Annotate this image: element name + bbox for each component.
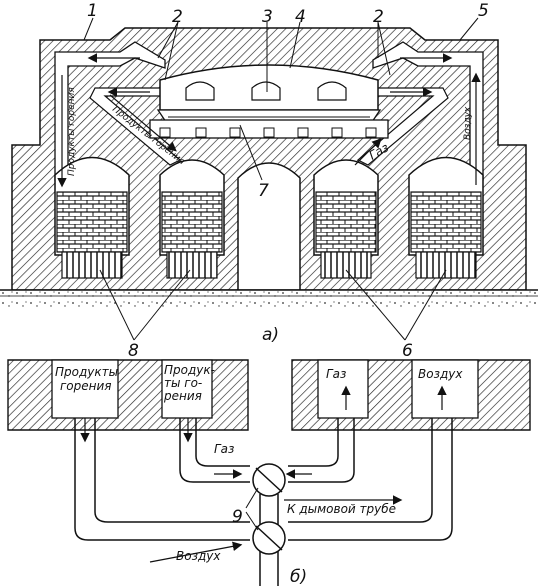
channel-products-2 — [161, 359, 213, 419]
flow-arrows-a — [57, 53, 481, 188]
central-arch — [237, 162, 301, 291]
b-label-products-1a: Продукты — [55, 365, 118, 379]
channel-products-1 — [51, 359, 119, 419]
callout-6: 6 — [402, 341, 413, 361]
scheme-b: Продукты горения Продук- ты го- рения Га… — [7, 359, 531, 586]
callout-9: 9 — [232, 507, 243, 527]
valves — [252, 463, 286, 555]
callout-leaders-a — [83, 17, 479, 341]
port-middle — [251, 81, 281, 101]
callout-8: 8 — [128, 341, 139, 361]
regenerator-chambers — [54, 156, 484, 279]
pipes — [74, 418, 453, 586]
label-air-top: Воздух — [463, 106, 473, 140]
support-blocks — [159, 127, 377, 138]
b-label-products-2b: ты го- — [164, 376, 202, 390]
b-label-products-2a: Продук- — [164, 363, 215, 377]
b-label-air-pipe: Воздух — [176, 549, 221, 563]
callout-4: 4 — [295, 7, 306, 27]
callout-3: 3 — [262, 7, 273, 27]
callout-2-left: 2 — [172, 7, 183, 27]
callout-2-right: 2 — [373, 7, 384, 27]
b-label-chimney: К дымовой трубе — [287, 502, 396, 516]
b-label-air: Воздух — [418, 367, 463, 381]
b-label-products-1b: горения — [60, 379, 112, 393]
part-a-label: а) — [262, 325, 279, 345]
furnace-section-a: 1 2 3 4 2 5 7 8 6 а) Продукты горения Пр… — [0, 1, 538, 361]
flow-arrows-b — [80, 385, 447, 563]
port-left — [185, 81, 215, 101]
b-label-gas-pipe: Газ — [214, 442, 234, 456]
callout-5: 5 — [478, 1, 489, 21]
ground — [0, 290, 538, 310]
b-label-products-2c: рения — [163, 389, 202, 403]
callout-7: 7 — [258, 181, 269, 201]
label-combustion-products-left: Продукты горения — [67, 87, 77, 176]
b-label-gas: Газ — [326, 367, 346, 381]
port-right — [317, 81, 347, 101]
part-b-label: б) — [290, 567, 307, 586]
callout-1: 1 — [87, 1, 98, 21]
